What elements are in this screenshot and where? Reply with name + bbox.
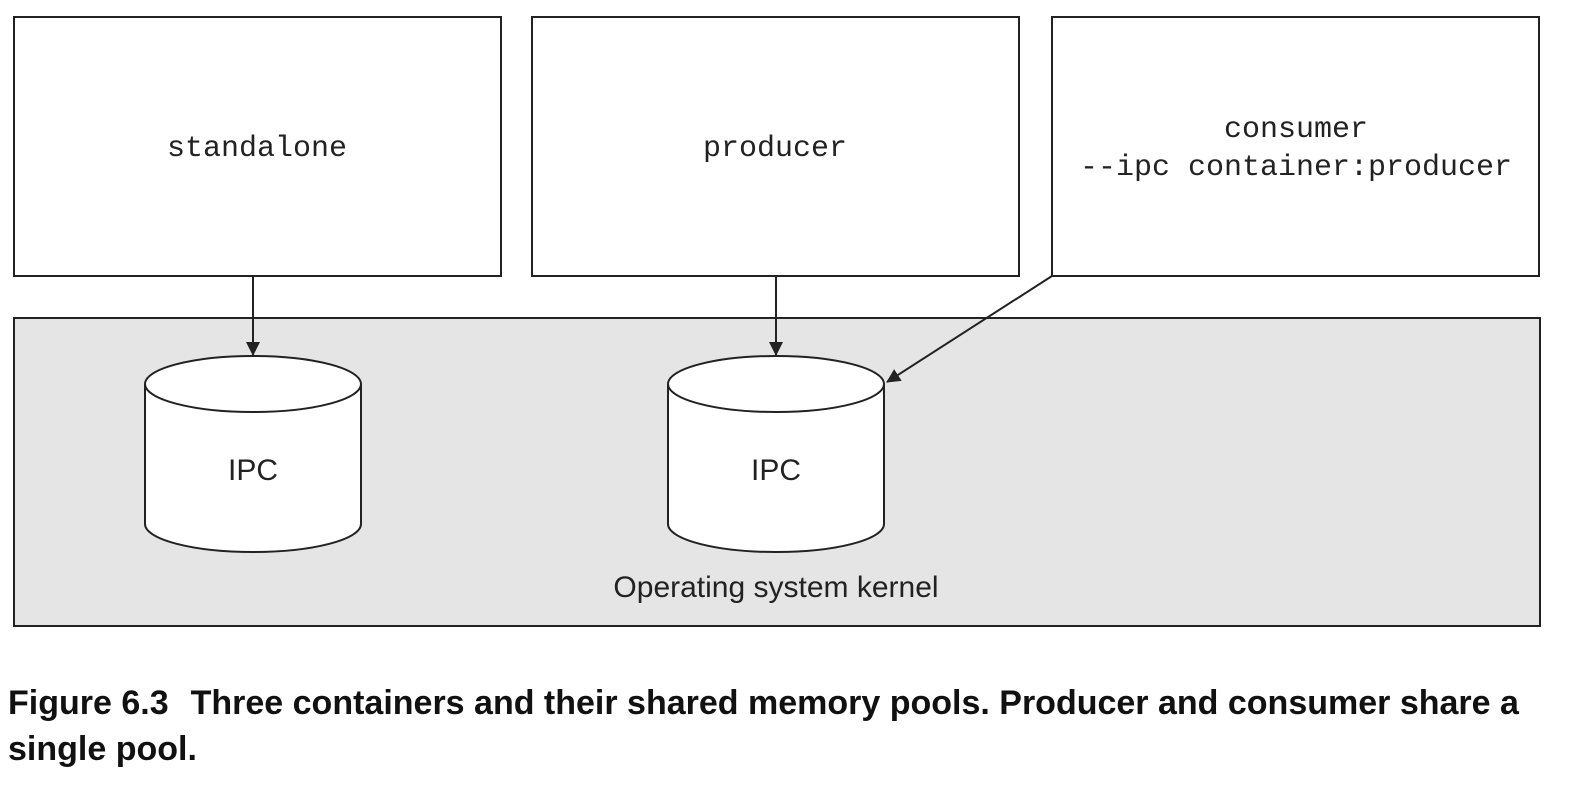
arrow-consumer-to-ipc [886, 275, 1053, 383]
figure-number: Figure 6.3 [8, 684, 169, 722]
ipc-pool-shared-label: IPC [751, 454, 801, 487]
ipc-pool-standalone-label: IPC [228, 454, 278, 487]
consumer-container-label: consumer [1224, 113, 1368, 147]
consumer-container-box [1051, 16, 1540, 277]
figure-caption-text: Three containers and their shared memory… [8, 684, 1519, 768]
standalone-container-label: standalone [167, 132, 347, 166]
ipc-pool-standalone: IPC [144, 355, 362, 553]
standalone-container-box [13, 16, 502, 277]
ipc-pool-shared: IPC [667, 355, 885, 553]
kernel-label: Operating system kernel [613, 571, 938, 604]
producer-container-label: producer [703, 132, 847, 166]
consumer-container-ipc-flag: --ipc container:producer [1080, 151, 1512, 185]
producer-container-box [531, 16, 1020, 277]
